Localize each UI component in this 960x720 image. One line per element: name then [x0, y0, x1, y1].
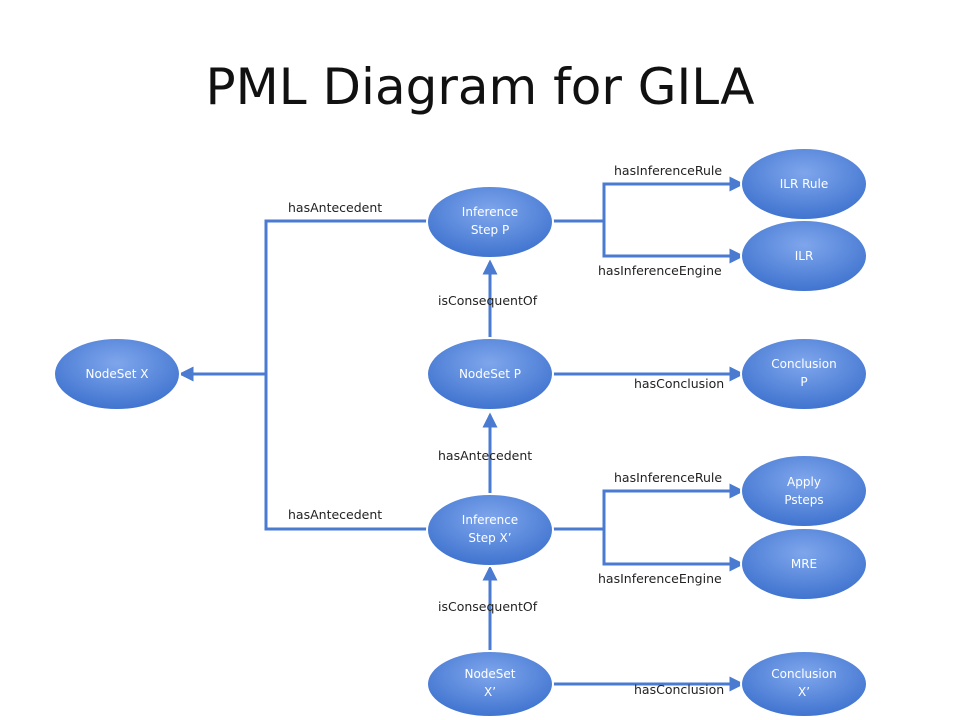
node-nodeset-p-label-1: NodeSet P: [459, 367, 521, 381]
node-nodeset-p: NodeSet P: [426, 337, 554, 411]
label-has-conclusion-p: hasConclusion: [634, 376, 724, 391]
node-nodeset-x2: NodeSet X’: [426, 650, 554, 718]
label-has-conclusion-x2: hasConclusion: [634, 682, 724, 697]
edge-labels: hasAntecedent hasAntecedent isConsequent…: [288, 163, 724, 697]
node-mre-label-1: MRE: [791, 557, 817, 571]
nodes: NodeSet X Inference Step P NodeSet P Inf…: [53, 147, 868, 718]
label-has-inference-engine-p: hasInferenceEngine: [598, 263, 722, 278]
node-inference-step-p-label-2: Step P: [471, 223, 509, 237]
node-inference-step-x2-label-2: Step X’: [468, 531, 511, 545]
node-conclusion-p: Conclusion P: [740, 337, 868, 411]
node-conclusion-p-label-2: P: [800, 375, 807, 389]
node-inference-step-x2: Inference Step X’: [426, 493, 554, 567]
edge-inference-x2-fork: [553, 489, 742, 531]
node-ilr: ILR: [740, 219, 868, 293]
node-nodeset-x: NodeSet X: [53, 337, 181, 411]
label-has-antecedent-mid: hasAntecedent: [438, 448, 532, 463]
node-apply-psteps: Apply Psteps: [740, 454, 868, 528]
label-has-antecedent-bottom: hasAntecedent: [288, 507, 382, 522]
edge-inference-x2-fork-lower: [602, 529, 745, 572]
label-has-antecedent-top: hasAntecedent: [288, 200, 382, 215]
edge-has-antecedent-top-line: [264, 219, 428, 531]
node-inference-step-p: Inference Step P: [426, 185, 554, 259]
node-inference-step-x2-label-1: Inference: [462, 513, 518, 527]
node-nodeset-x2-label-1: NodeSet: [464, 667, 515, 681]
label-has-inference-rule-p: hasInferenceRule: [614, 163, 722, 178]
edges: [178, 176, 745, 692]
node-conclusion-x2-label-1: Conclusion: [771, 667, 836, 681]
node-conclusion-p-label-1: Conclusion: [771, 357, 836, 371]
label-is-consequent-of-x2: isConsequentOf: [438, 599, 538, 614]
label-has-inference-engine-x2: hasInferenceEngine: [598, 571, 722, 586]
node-conclusion-x2-label-2: X’: [798, 685, 810, 699]
edge-inference-p-fork: [553, 182, 742, 223]
node-conclusion-x2: Conclusion X’: [740, 650, 868, 718]
node-nodeset-x2-label-2: X’: [484, 685, 496, 699]
node-ilr-label-1: ILR: [795, 249, 814, 263]
node-ilr-rule: ILR Rule: [740, 147, 868, 221]
node-mre: MRE: [740, 527, 868, 601]
node-apply-psteps-label-2: Psteps: [784, 493, 823, 507]
edge-inference-p-fork-lower: [602, 221, 745, 264]
node-ilr-rule-label-1: ILR Rule: [780, 177, 829, 191]
node-apply-psteps-label-1: Apply: [787, 475, 821, 489]
node-inference-step-p-label-1: Inference: [462, 205, 518, 219]
page-title: PML Diagram for GILA: [205, 58, 755, 116]
label-has-inference-rule-x2: hasInferenceRule: [614, 470, 722, 485]
node-nodeset-x-label-1: NodeSet X: [85, 367, 148, 381]
label-is-consequent-of-p: isConsequentOf: [438, 293, 538, 308]
